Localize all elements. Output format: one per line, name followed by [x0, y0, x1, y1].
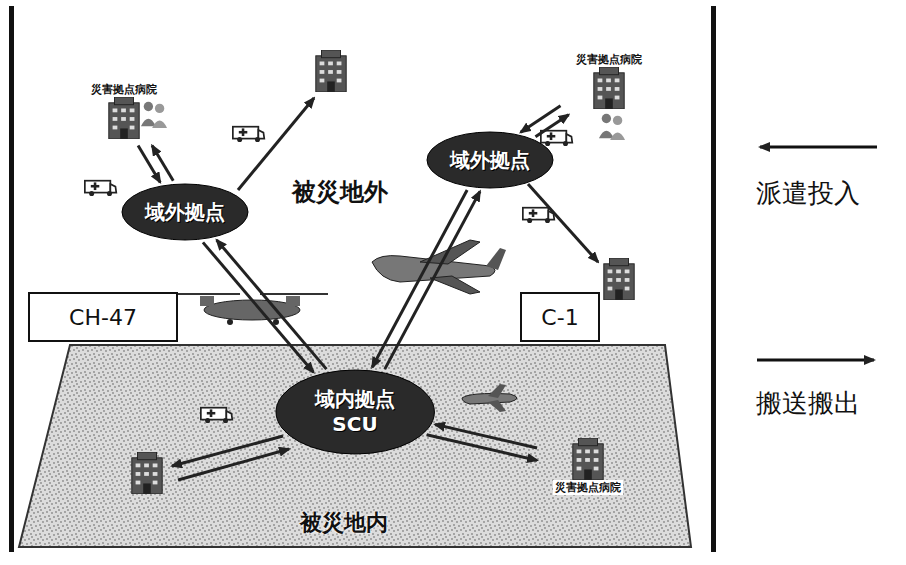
connector	[152, 146, 173, 181]
disaster-area: 被災地内 域内拠点 SCU 災害拠点病院	[15, 340, 695, 552]
hospital-node: 災害拠点病院	[540, 428, 636, 504]
hospital-icon	[569, 438, 607, 480]
aircraft-box: CH-47	[28, 292, 178, 342]
hospital-icon	[590, 67, 628, 109]
node-label: 域外拠点	[450, 148, 530, 173]
node-label: 域内拠点 SCU	[303, 387, 407, 437]
node-label: 域外拠点	[145, 200, 225, 225]
node-label: 災害拠点病院	[574, 52, 644, 67]
hospital-icon	[105, 97, 143, 139]
hospital-node: 災害拠点病院	[78, 78, 170, 143]
node-label: 災害拠点病院	[89, 82, 159, 97]
legend-sample	[757, 147, 877, 360]
legend-text: 搬送搬出	[756, 386, 860, 421]
region-label: 被災地外	[292, 176, 388, 208]
hospital-node: 災害拠点病院	[563, 48, 655, 113]
connector	[372, 190, 467, 367]
base-ellipse: 域内拠点 SCU	[275, 369, 435, 455]
base-ellipse: 域外拠点	[121, 183, 249, 241]
connector	[385, 191, 480, 369]
base-ellipse: 域外拠点	[426, 131, 554, 189]
aircraft-box: C-1	[520, 292, 600, 342]
connector	[521, 106, 561, 133]
legend-text: 派遣投入	[756, 176, 860, 211]
node-label: CH-47	[69, 305, 137, 330]
node-label: C-1	[541, 305, 578, 330]
node-label: 災害拠点病院	[553, 480, 623, 495]
connector	[535, 115, 568, 137]
area-label: 被災地内	[300, 508, 388, 538]
